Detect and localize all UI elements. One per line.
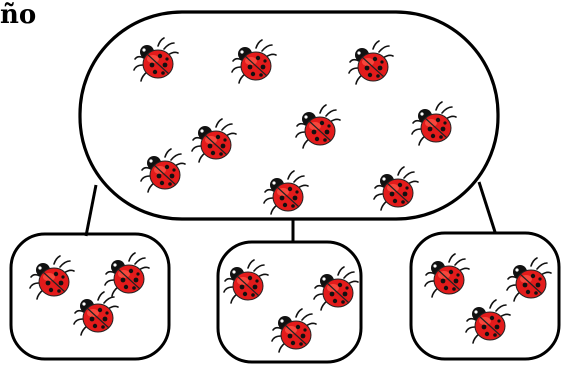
connector-left <box>84 184 98 237</box>
ladybug-icon <box>73 291 119 336</box>
ladybug-icon <box>133 37 179 82</box>
ladybug-icon <box>223 259 269 304</box>
subgroup-3-ladybugs <box>424 253 552 344</box>
ladybug-icon <box>140 148 186 193</box>
ladybug-icon <box>295 104 341 149</box>
ladybug-icon <box>465 299 511 344</box>
ladybug-icon <box>348 40 394 85</box>
whole-group-ladybugs <box>133 37 457 215</box>
subgroup-container-3 <box>409 231 561 361</box>
ladybug-icon <box>506 257 552 302</box>
ladybug-icon <box>313 266 359 311</box>
subgroup-container-2 <box>216 240 363 364</box>
header-fragment-text: ño <box>0 0 37 30</box>
ladybug-icon <box>104 252 150 297</box>
ladybug-icon <box>424 253 470 298</box>
connector-right <box>477 181 497 233</box>
ladybug-icon <box>411 101 457 146</box>
subgroup-2-ladybugs <box>223 259 359 353</box>
ladybug-icon <box>271 308 317 353</box>
group-connectors <box>84 181 497 242</box>
ladybug-icon <box>373 166 419 211</box>
ladybug-icon <box>231 39 277 84</box>
ladybug-icon <box>191 118 237 163</box>
subgroup-container-1 <box>9 232 171 361</box>
whole-group-container <box>78 10 500 221</box>
ladybug-icon <box>263 170 309 215</box>
ladybug-icon <box>29 255 75 300</box>
subgroup-1-ladybugs <box>29 252 150 336</box>
